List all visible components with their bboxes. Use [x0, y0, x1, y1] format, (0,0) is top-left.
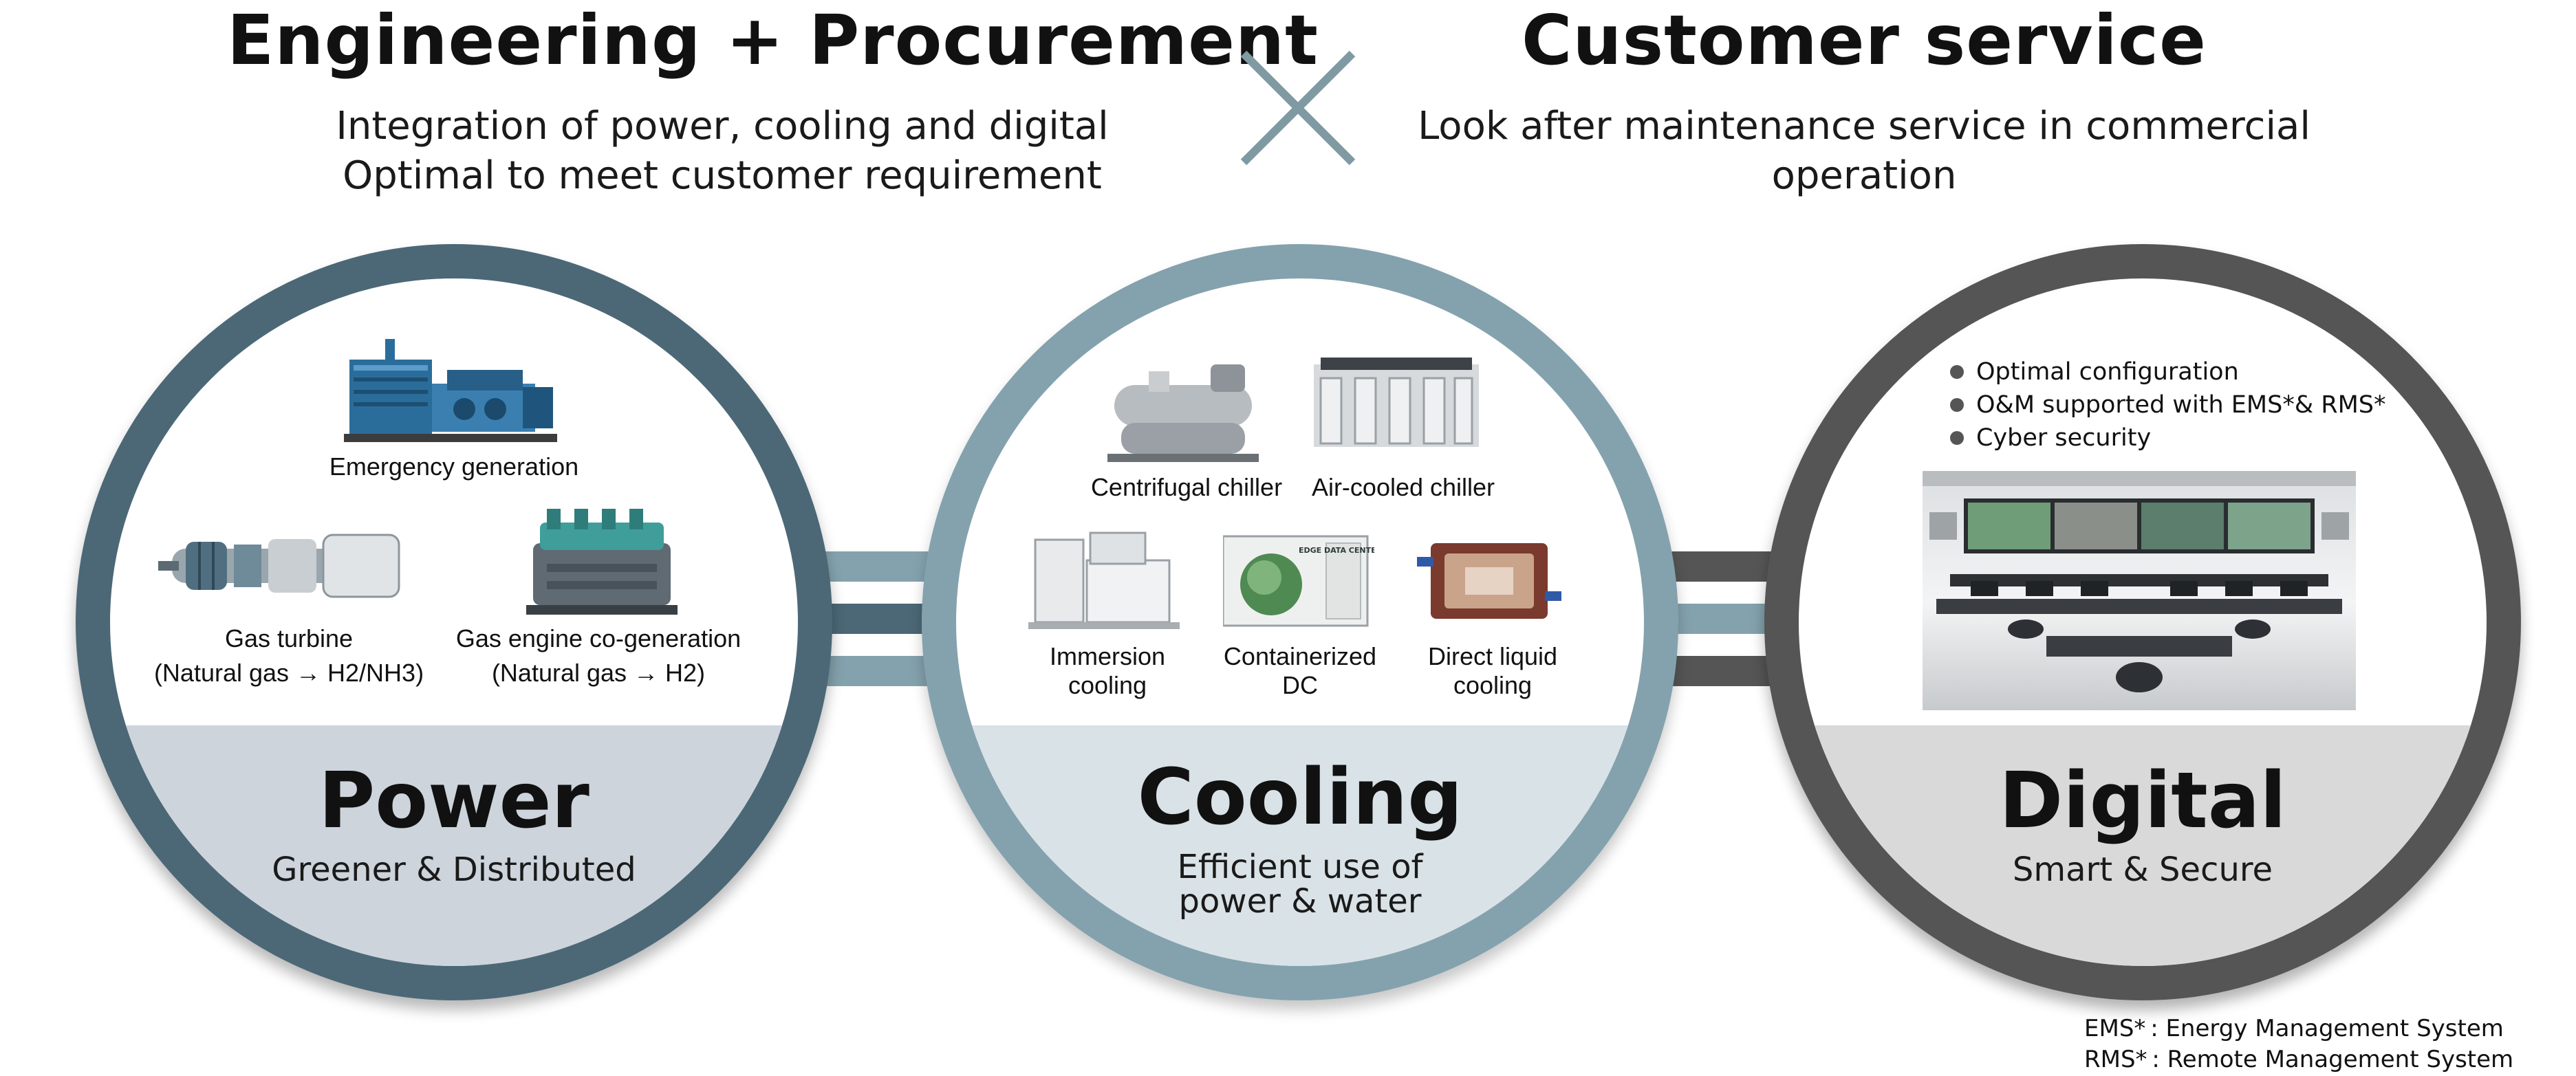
ems-footnote: EMS* : Energy Management System [2084, 1015, 2504, 1042]
power-label-band [110, 725, 798, 966]
power-title: Power [318, 756, 589, 846]
container-print-text: EDGE DATA CENTER [1299, 546, 1374, 555]
centrifugal-chiller-image [1107, 364, 1259, 462]
bullet-dot-icon [1950, 365, 1964, 379]
emergency-generation-label: Emergency generation [329, 452, 579, 481]
air-cooled-chiller-label: Air-cooled chiller [1311, 473, 1495, 501]
power-subtitle: Greener & Distributed [272, 850, 636, 889]
bullet-text: Cyber security [1976, 424, 2152, 452]
bullet-text: O&M supported with EMS*& RMS* [1976, 391, 2386, 419]
digital-bullet-list: Optimal configuration O&M supported with… [1950, 355, 2432, 454]
emergency-generator-image [344, 339, 557, 442]
engineering-procurement-title: Engineering + Procurement [227, 0, 1319, 80]
direct-liquid-cooling-label-2: cooling [1453, 671, 1533, 699]
rms-footnote: RMS* : Remote Management System [2084, 1046, 2514, 1073]
direct-liquid-cooling-label-1: Direct liquid [1427, 642, 1558, 670]
digital-bullet-item: Cyber security [1950, 421, 2432, 454]
gas-engine-fuel-label: (Natural gas → H2) [491, 659, 706, 687]
gas-engine-image [526, 509, 678, 615]
digital-title: Digital [1999, 756, 2286, 846]
cooling-title: Cooling [1137, 753, 1463, 842]
air-cooled-chiller-image [1314, 358, 1479, 447]
bullet-text: Optimal configuration [1976, 358, 2239, 386]
gas-turbine-label: Gas turbine [224, 624, 354, 652]
centrifugal-chiller-label: Centrifugal chiller [1090, 473, 1283, 501]
bullet-dot-icon [1950, 431, 1964, 445]
cooling-subtitle-line-2: power & water [1178, 882, 1422, 921]
engineering-sub-line-2: Optimal to meet customer requirement [343, 153, 1102, 198]
x-icon [1240, 50, 1356, 166]
gas-turbine-image [158, 534, 400, 598]
bullet-dot-icon [1950, 398, 1964, 412]
cooling-label-band [956, 725, 1644, 966]
cooling-subtitle-line-1: Efficient use of [1177, 848, 1423, 886]
engineering-sub-line-1: Integration of power, cooling and digita… [336, 104, 1109, 149]
gas-turbine-fuel-label: (Natural gas → H2/NH3) [153, 659, 424, 687]
direct-liquid-cooling-image [1417, 543, 1561, 619]
digital-label-band [1799, 725, 2487, 966]
control-room-image [1923, 471, 2356, 710]
customer-service-sub-line-1: Look after maintenance service in commer… [1418, 104, 2310, 149]
containerized-dc-image: EDGE DATA CENTER [1223, 535, 1374, 627]
customer-service-sub-line-2: operation [1771, 153, 1957, 198]
immersion-cooling-label-2: cooling [1068, 671, 1147, 699]
digital-bullet-item: O&M supported with EMS*& RMS* [1950, 388, 2432, 421]
gas-engine-label: Gas engine co-generation [455, 624, 742, 652]
digital-bullet-item: Optimal configuration [1950, 355, 2432, 388]
immersion-cooling-label-1: Immersion [1049, 642, 1166, 670]
containerized-dc-label-1: Containerized [1223, 642, 1377, 670]
containerized-dc-label-2: DC [1282, 671, 1318, 699]
digital-subtitle: Smart & Secure [2012, 850, 2273, 889]
customer-service-title: Customer service [1522, 0, 2207, 80]
immersion-cooling-image [1028, 531, 1180, 629]
